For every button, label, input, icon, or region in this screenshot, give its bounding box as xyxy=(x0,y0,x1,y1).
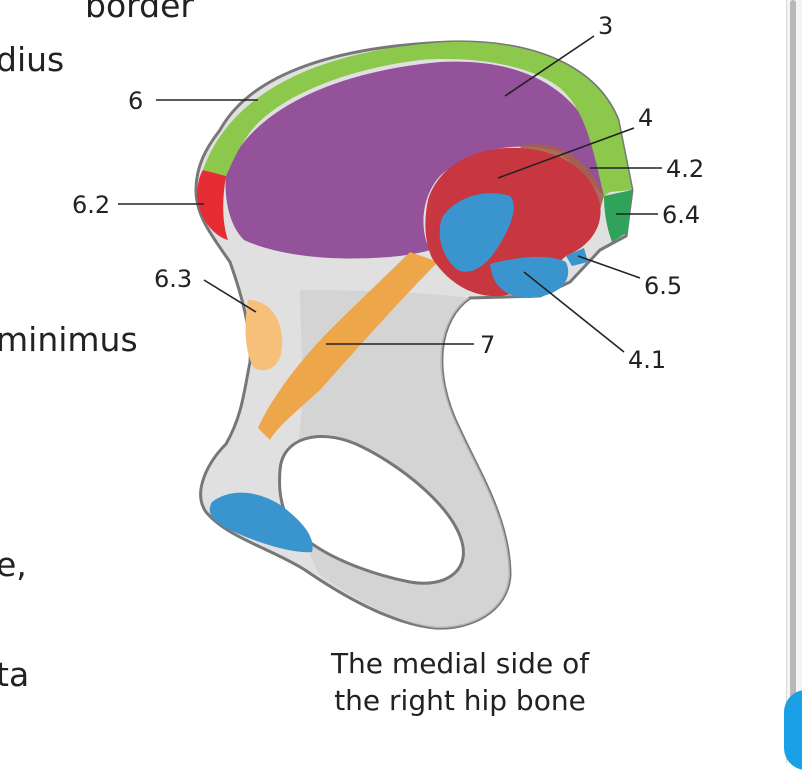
floating-action-button[interactable] xyxy=(784,690,802,770)
text-fragment: border xyxy=(85,0,194,25)
label-6-4: 6.4 xyxy=(662,201,700,229)
text-fragment: dius xyxy=(0,40,65,79)
iliac-fossa-region xyxy=(225,61,605,259)
tuberosity-region-lower xyxy=(490,256,569,298)
leader-line-6-5 xyxy=(577,255,641,279)
leader-line-4 xyxy=(497,127,635,179)
text-fragment: ta xyxy=(0,655,30,694)
text-fragment: minimus xyxy=(0,320,138,359)
leader-line-6-3 xyxy=(203,279,257,313)
label-6-2: 6.2 xyxy=(72,191,110,219)
tuberosity-region xyxy=(439,193,514,272)
hip-bone-diagram: 3 4 4.2 6.4 6 6.2 6.3 6.5 7 4.1 xyxy=(72,12,704,630)
article-text-fragments: border dius minimus e, ta xyxy=(0,0,240,763)
caption-line: The medial side of xyxy=(330,647,590,680)
label-4-1: 4.1 xyxy=(628,346,666,374)
label-6-3: 6.3 xyxy=(154,265,192,293)
figure-caption: The medial side of the right hip bone xyxy=(250,645,670,719)
leader-line-4-1 xyxy=(523,271,625,353)
label-3: 3 xyxy=(598,12,613,40)
caption-line: the right hip bone xyxy=(334,684,586,717)
arcuate-line-region xyxy=(258,252,438,440)
anterior-spine-region xyxy=(197,170,228,240)
scrollbar-thumb[interactable] xyxy=(790,0,796,700)
label-4: 4 xyxy=(638,104,653,132)
label-4-2: 4.2 xyxy=(666,155,704,183)
leader-line-3 xyxy=(504,35,595,97)
text-fragment: e, xyxy=(0,545,27,584)
posterior-spine-region xyxy=(604,190,632,242)
ischial-tuberosity-region xyxy=(209,492,313,553)
spine-blue-region xyxy=(566,248,588,266)
label-7: 7 xyxy=(480,331,495,359)
label-6: 6 xyxy=(128,87,143,115)
iliac-crest-region xyxy=(203,41,632,196)
label-6-5: 6.5 xyxy=(644,272,682,300)
leader-lines xyxy=(118,35,662,353)
tubercle-region xyxy=(245,300,283,371)
